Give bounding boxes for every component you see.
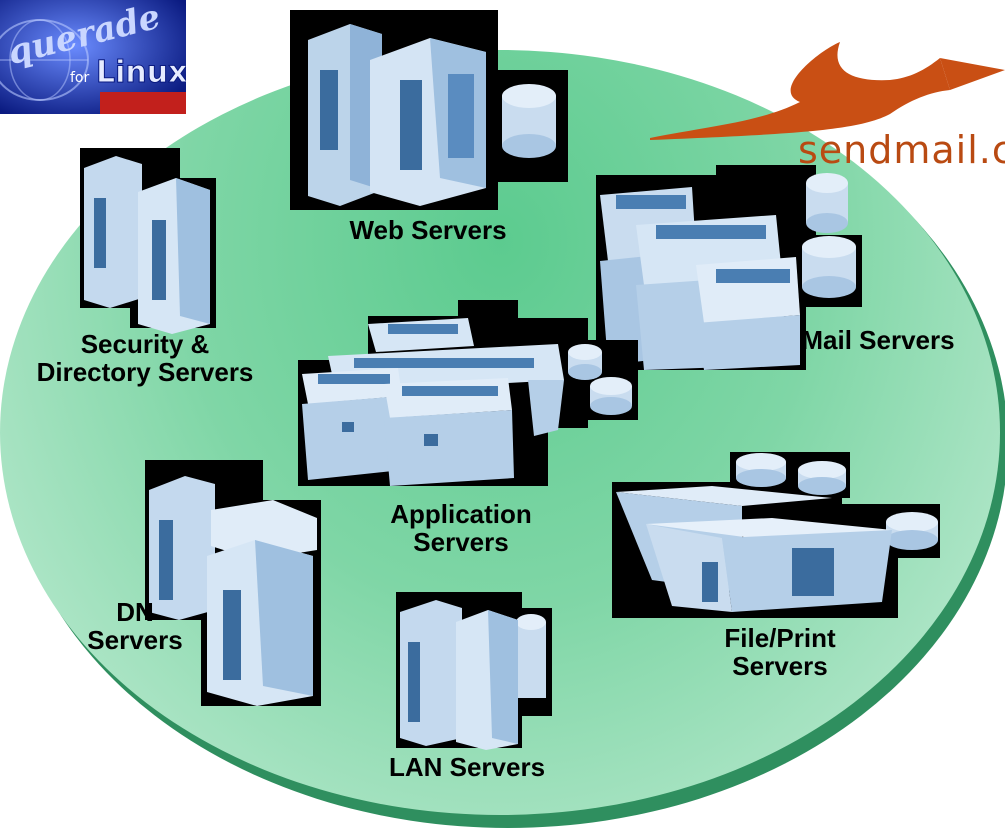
dn-servers-label: DN Servers	[70, 598, 200, 654]
server-tower-icon	[84, 156, 142, 308]
security-directory-servers-group	[80, 148, 220, 334]
application-label-line1: Application	[390, 499, 532, 529]
lan-servers-group	[396, 592, 556, 752]
disk-storage-icon	[516, 614, 546, 698]
linux-wordmark: Linux	[96, 55, 186, 90]
mail-servers-group	[596, 165, 876, 375]
dn-label-line2: Servers	[87, 625, 183, 655]
masquerade-linux-logo: querade for Linux	[0, 0, 188, 114]
server-block-icon	[368, 318, 474, 352]
fileprint-label-line2: Servers	[732, 651, 828, 681]
server-block-icon	[384, 378, 514, 486]
disk-storage-icon	[886, 512, 938, 550]
disk-storage-icon	[736, 453, 786, 487]
application-label-line2: Servers	[413, 527, 509, 557]
web-servers-label: Web Servers	[349, 215, 507, 245]
server-block-icon	[646, 518, 892, 612]
disk-storage-icon	[568, 344, 602, 380]
server-tower-icon	[138, 178, 210, 334]
web-servers-group	[290, 10, 590, 215]
sendmail-logo-swoosh	[650, 30, 1005, 180]
server-block-icon	[696, 257, 800, 370]
security-label-line2: Directory Servers	[36, 357, 254, 387]
disk-storage-icon	[502, 84, 556, 158]
security-directory-label: Security & Directory Servers	[0, 330, 290, 386]
dn-label-line1: DN	[116, 597, 154, 627]
server-tower-icon	[456, 610, 518, 750]
sendmail-wordmark: sendmail.c	[798, 128, 1005, 172]
security-label-line1: Security &	[80, 329, 210, 359]
disk-storage-icon	[798, 461, 846, 495]
server-tower-icon	[207, 540, 313, 706]
server-block-icon	[211, 500, 317, 560]
application-servers-label: Application Servers	[346, 500, 576, 556]
dn-servers-group	[145, 460, 325, 710]
fileprint-label-line1: File/Print	[724, 623, 836, 653]
file-print-servers-group	[612, 452, 952, 622]
file-print-servers-label: File/Print Servers	[680, 624, 880, 680]
disk-storage-icon	[806, 173, 848, 233]
server-block-icon	[302, 368, 402, 480]
server-tower-icon	[370, 38, 486, 206]
lan-servers-label: LAN Servers	[388, 752, 546, 782]
application-servers-group	[298, 300, 648, 490]
disk-storage-icon	[802, 236, 856, 298]
server-tower-icon	[149, 476, 215, 620]
disk-storage-icon	[590, 377, 632, 415]
linux-for-text: for	[70, 70, 89, 86]
mail-servers-label: Mail Servers	[801, 325, 955, 355]
server-tower-icon	[400, 600, 462, 746]
